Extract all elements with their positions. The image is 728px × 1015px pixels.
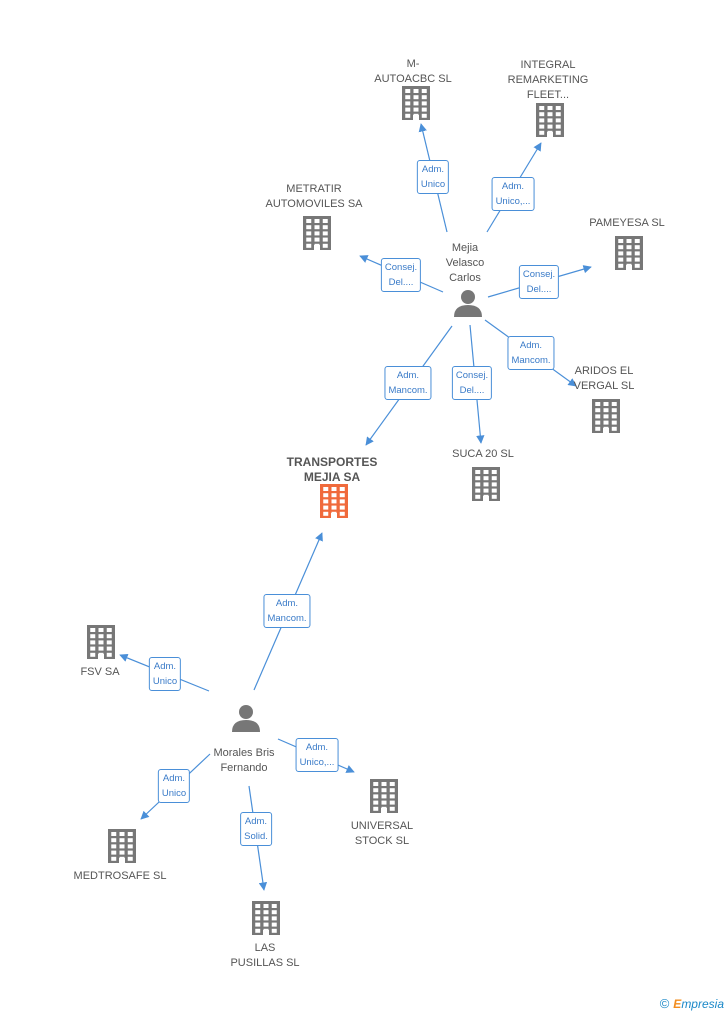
building-icon-universal[interactable] [370,779,398,813]
building-icon-pameyesa[interactable] [615,236,643,270]
building-icon-aridos[interactable] [592,399,620,433]
brand-initial: E [673,997,682,1011]
edge-label-mejia-transportes[interactable]: Adm. Mancom. [384,366,432,400]
copyright-symbol: © [659,996,670,1011]
building-icon-m_auto[interactable] [402,86,430,120]
building-icon-metratir[interactable] [303,216,331,250]
edge-label-mejia-suca[interactable]: Consej. Del.... [451,366,493,400]
building-icon-transportes[interactable] [320,484,348,518]
edge-label-morales-medtrosafe[interactable]: Adm. Unico [157,769,191,803]
node-label-mejia[interactable]: Mejia Velasco Carlos [445,242,485,284]
node-label-universal[interactable]: UNIVERSAL STOCK SL [350,820,414,847]
building-icon-suca[interactable] [472,467,500,501]
edge-label-morales-fsv[interactable]: Adm. Unico [148,657,182,691]
node-label-pameyesa[interactable]: PAMEYESA SL [589,217,665,229]
edge-label-mejia-integral[interactable]: Adm. Unico,... [491,177,535,211]
node-label-medtrosafe[interactable]: MEDTROSAFE SL [73,870,167,882]
edge-label-mejia-pameyesa[interactable]: Consej. Del.... [518,265,560,299]
edge-label-morales-universal[interactable]: Adm. Unico,... [295,738,339,772]
node-label-fsv[interactable]: FSV SA [80,666,120,678]
edge-label-mejia-m_auto[interactable]: Adm. Unico [416,160,450,194]
person-icon-mejia[interactable] [454,290,482,317]
node-label-aridos[interactable]: ARIDOS EL VERGAL SL [573,365,635,392]
node-label-suca[interactable]: SUCA 20 SL [452,448,514,460]
building-icon-fsv[interactable] [87,625,115,659]
edge-label-morales-las_pusillas[interactable]: Adm. Solid. [240,812,272,846]
edge-label-mejia-aridos[interactable]: Adm. Mancom. [507,336,555,370]
node-label-m_auto[interactable]: M- AUTOACBC SL [374,58,452,85]
building-icon-las_pusillas[interactable] [252,901,280,935]
brand-name: mpresia [681,997,724,1011]
person-icon-morales[interactable] [232,705,260,732]
node-label-metratir[interactable]: METRATIR AUTOMOVILES SA [265,183,363,210]
building-icon-medtrosafe[interactable] [108,829,136,863]
building-icon-integral[interactable] [536,103,564,137]
edge-label-morales-transportes[interactable]: Adm. Mancom. [263,594,311,628]
edge-label-mejia-metratir[interactable]: Consej. Del.... [380,258,422,292]
node-label-las_pusillas[interactable]: LAS PUSILLAS SL [230,942,300,969]
node-label-transportes[interactable]: TRANSPORTES MEJIA SA [286,455,378,484]
node-label-integral[interactable]: INTEGRAL REMARKETING FLEET... [507,59,589,101]
node-label-morales[interactable]: Morales Bris Fernando [213,747,275,774]
brand-footer[interactable]: ©Empresia [660,996,724,1011]
